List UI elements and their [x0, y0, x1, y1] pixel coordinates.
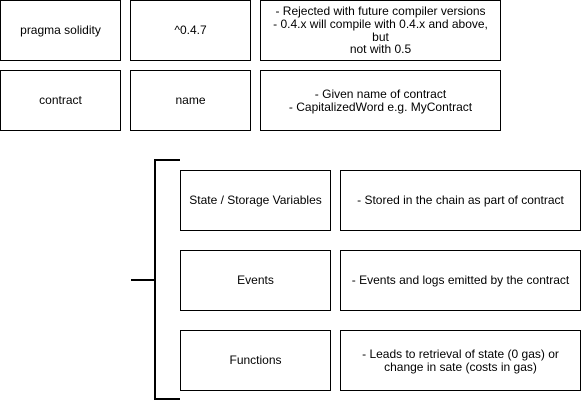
- keyword-box-contract: contract: [0, 70, 121, 131]
- note-label: - Rejected with future compiler versions…: [273, 4, 488, 57]
- member-desc-functions: - Leads to retrieval of state (0 gas) or…: [340, 330, 581, 391]
- note-box-contract: - Given name of contract - CapitalizedWo…: [260, 70, 501, 131]
- value-box-contract: name: [130, 70, 251, 131]
- member-box-functions: Functions: [180, 330, 331, 391]
- value-box-pragma: ^0.4.7: [130, 0, 251, 61]
- value-label: ^0.4.7: [174, 23, 207, 38]
- member-desc-events: - Events and logs emitted by the contrac…: [340, 250, 581, 311]
- member-description: - Events and logs emitted by the contrac…: [351, 273, 570, 288]
- member-name: Events: [237, 273, 274, 288]
- member-box-events: Events: [180, 250, 331, 311]
- member-desc-state-variables: - Stored in the chain as part of contrac…: [340, 170, 581, 231]
- note-box-pragma: - Rejected with future compiler versions…: [260, 0, 501, 61]
- member-description: - Stored in the chain as part of contrac…: [357, 193, 564, 208]
- keyword-label: pragma solidity: [20, 23, 101, 38]
- value-label: name: [175, 93, 206, 108]
- member-box-state-variables: State / Storage Variables: [180, 170, 331, 231]
- member-description: - Leads to retrieval of state (0 gas) or…: [362, 346, 559, 374]
- keyword-box-pragma: pragma solidity: [0, 0, 121, 61]
- note-label: - Given name of contract - CapitalizedWo…: [288, 86, 473, 114]
- keyword-label: contract: [39, 93, 82, 108]
- member-name: Functions: [229, 353, 282, 368]
- member-name: State / Storage Variables: [189, 193, 322, 208]
